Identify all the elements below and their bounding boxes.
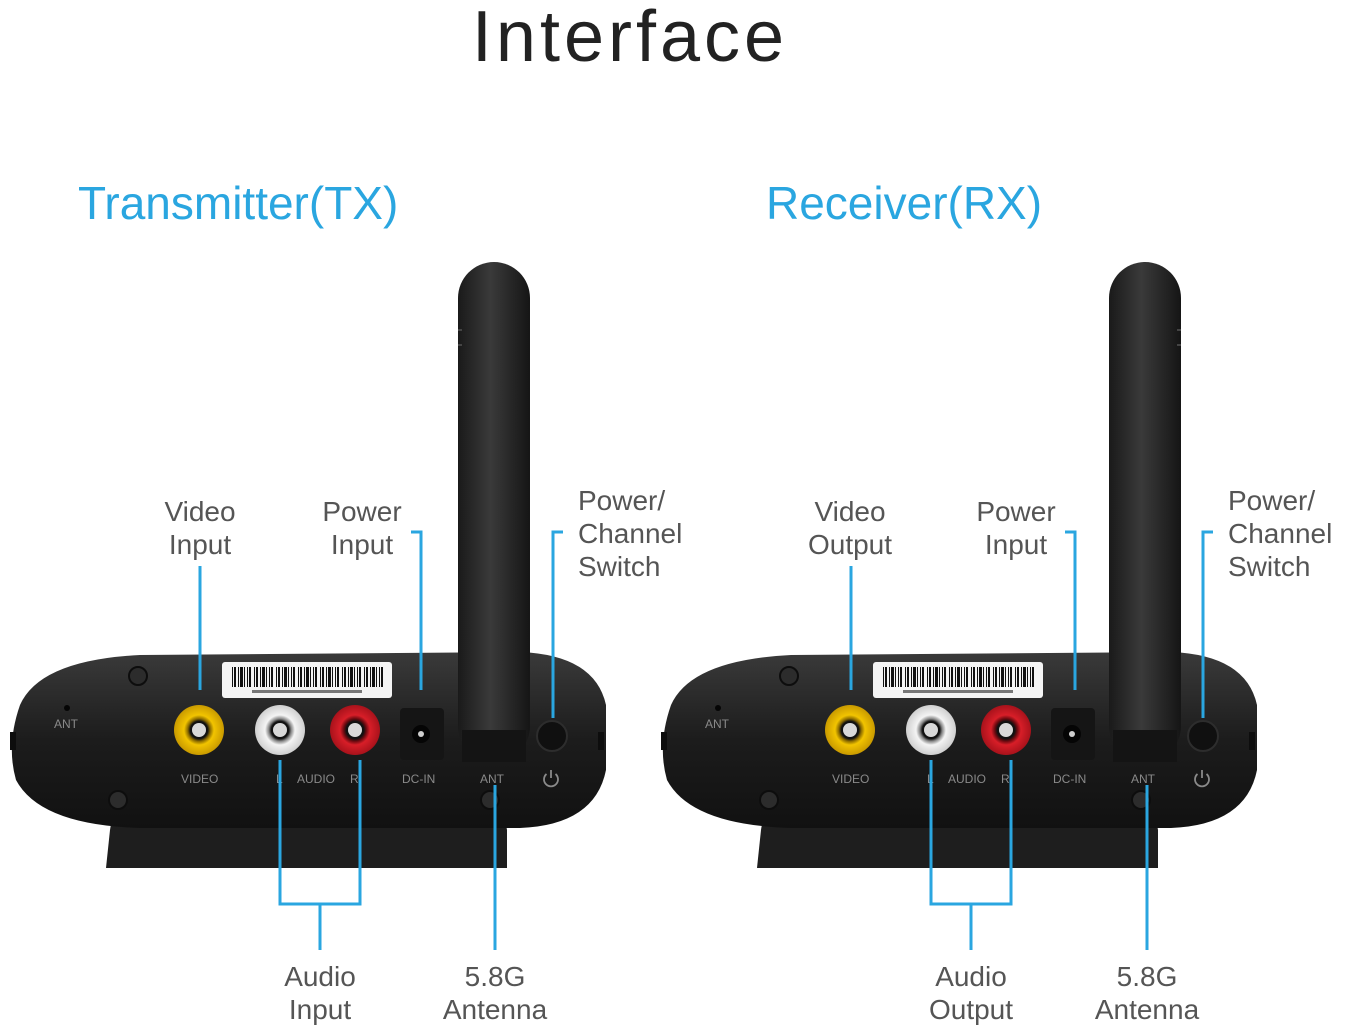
panel-dcin-label: DC-IN: [402, 772, 435, 786]
transmitter-heading: Transmitter(TX): [78, 177, 399, 229]
receiver-antenna: [1109, 262, 1181, 762]
receiver-stand: [757, 815, 1158, 868]
tx-power-leader: [411, 530, 423, 690]
leader-lines: [198, 530, 1213, 950]
screw-icon: [759, 790, 779, 810]
transmitter-stand: [106, 815, 507, 868]
power-icon: [543, 770, 559, 788]
panel-ant2-label: ANT: [1131, 772, 1156, 786]
side-notch: [598, 732, 604, 750]
power-icon: [1194, 770, 1210, 788]
side-notch: [661, 732, 667, 750]
panel-video-label: VIDEO: [832, 772, 869, 786]
panel-ant-label: ANT: [54, 717, 79, 731]
panel-r-label: R: [350, 772, 359, 786]
panel-ant2-label: ANT: [480, 772, 505, 786]
power-channel-button: [536, 720, 568, 752]
receiver-device: ANT VIDEO L AUDIO R DC-IN ANT: [661, 262, 1257, 868]
power-channel-button: [1187, 720, 1219, 752]
panel-r-label: R: [1001, 772, 1010, 786]
screw-icon: [779, 666, 799, 686]
receiver-body: [662, 652, 1257, 828]
side-notch: [1249, 732, 1255, 750]
transmitter-device: ANT VIDEO L AUDIO R DC-IN ANT: [10, 262, 607, 868]
rx-power-leader: [1065, 530, 1077, 690]
barcode-sticker: [222, 662, 392, 698]
page-title: Interface: [471, 0, 789, 77]
transmitter-antenna: [458, 262, 530, 762]
panel-ant-label: ANT: [705, 717, 730, 731]
receiver-heading: Receiver(RX): [766, 177, 1043, 229]
transmitter-body: [11, 652, 607, 828]
screw-icon: [108, 790, 128, 810]
screw-icon: [128, 666, 148, 686]
ant-led: [64, 705, 70, 711]
rx-switch-leader: [1201, 530, 1213, 718]
panel-audio-label: AUDIO: [297, 772, 335, 786]
panel-video-label: VIDEO: [181, 772, 218, 786]
panel-dcin-label: DC-IN: [1053, 772, 1086, 786]
barcode-sticker: [873, 662, 1043, 698]
side-notch: [10, 732, 16, 750]
ant-led: [715, 705, 721, 711]
panel-audio-label: AUDIO: [948, 772, 986, 786]
tx-switch-leader: [551, 530, 563, 718]
